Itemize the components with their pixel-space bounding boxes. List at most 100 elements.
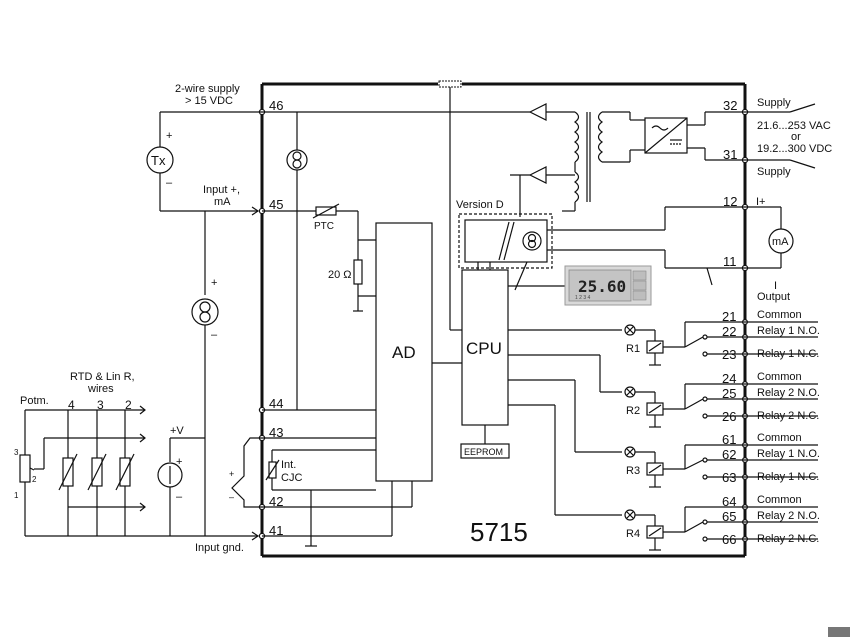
terminal-24: 24: [722, 371, 736, 386]
r20-label: 20 Ω: [328, 269, 352, 281]
terminal-65: 65: [722, 509, 736, 524]
relay-4-common: Common: [757, 494, 802, 506]
wire-3: 3: [97, 398, 104, 412]
pot-pin-1: 1: [14, 491, 19, 500]
ma-meter-label: mA: [772, 236, 789, 248]
ma-source-minus: –: [211, 329, 218, 341]
potm-label: Potm.: [20, 395, 49, 407]
relay-2-name: R2: [626, 405, 640, 417]
cpu-block: [461, 269, 509, 426]
display-value: 25.60: [578, 277, 626, 296]
ptc-label: PTC: [314, 221, 334, 232]
relay-2-nc: Relay 2 N.C.: [757, 410, 819, 422]
relay-1-common: Common: [757, 309, 802, 321]
relay-4-no: Relay 2 N.O.: [757, 510, 820, 522]
terminal-22: 22: [722, 324, 736, 339]
relay-4-name: R4: [626, 528, 640, 540]
diode-icon-2: [528, 166, 547, 184]
terminal-44: 44: [269, 396, 283, 411]
supply-2wire-2: > 15 VDC: [185, 95, 233, 107]
relay-3-nc: Relay 1 N.C.: [757, 471, 819, 483]
left-terminals: 46 45 44 43 42 41: [258, 98, 283, 540]
supply-label-bottom: Supply: [757, 166, 791, 178]
potentiometer: [19, 454, 31, 483]
vsource-minus: –: [176, 491, 183, 503]
relay-2-common: Common: [757, 371, 802, 383]
output-label: Output: [757, 291, 790, 303]
ad-label: AD: [392, 343, 416, 362]
terminal-41: 41: [269, 523, 283, 538]
terminal-12: 12: [723, 194, 737, 209]
supply-range-or: or: [791, 131, 801, 143]
display-up-button: [632, 270, 647, 281]
relay-1-nc: Relay 1 N.C.: [757, 348, 819, 360]
supply-range-2: 19.2...300 VDC: [757, 143, 832, 155]
front-display: 25.60 1 2 3 4: [508, 265, 652, 306]
eeprom-label: EEPROM: [464, 447, 503, 457]
cpu-label: CPU: [466, 339, 502, 358]
ad-block: [375, 222, 433, 482]
relay-1-no: Relay 1 N.O.: [757, 325, 820, 337]
relay-terminal-lines: [745, 321, 818, 540]
input-plus-label: Input +,: [203, 184, 240, 196]
supply-2wire-1: 2-wire supply: [175, 83, 240, 95]
left-external: 2-wire supply > 15 VDC Tx + – Input +, m…: [14, 83, 262, 554]
wire-4: 4: [68, 398, 75, 412]
input-ma-label: mA: [214, 196, 231, 208]
svg-text:1 2 3 4: 1 2 3 4: [575, 295, 591, 301]
model-number: 5715: [470, 517, 528, 547]
analog-output-section: Version D: [456, 199, 745, 291]
version-d-label: Version D: [456, 199, 504, 211]
output-i-plus: I+: [756, 196, 765, 208]
plus-v-label: +V: [170, 425, 184, 437]
right-external: Supply 21.6...253 VAC or 19.2...300 VDC …: [745, 97, 832, 545]
supply-label-top: Supply: [757, 97, 791, 109]
diode-icon: [528, 103, 547, 121]
relay-3-common: Common: [757, 432, 802, 444]
internal-wiring-left: PTC 20 Ω + – Int. CJC: [229, 87, 530, 547]
output-i-label: I: [774, 280, 777, 292]
wire-2: 2: [125, 398, 132, 412]
terminal-32: 32: [723, 98, 737, 113]
ma-source-plus: +: [211, 277, 217, 289]
internal-blocks: AD CPU EEPROM 5715: [375, 222, 528, 547]
supply-range-1: 21.6...253 VAC: [757, 120, 831, 132]
cjc-label-2: CJC: [281, 472, 302, 484]
relay-1-name: R1: [626, 343, 640, 355]
rtd-label-1: RTD & Lin R,: [70, 371, 135, 383]
vsource-plus: +: [176, 456, 182, 468]
tx-plus: +: [166, 130, 172, 142]
terminal-61: 61: [722, 432, 736, 447]
cjc-minus: –: [229, 492, 234, 502]
rtd-label-2: wires: [87, 383, 114, 395]
pot-pin-2: 2: [32, 475, 37, 484]
corner-tab: [828, 627, 850, 637]
relay-4-nc: Relay 2 N.C.: [757, 533, 819, 545]
relay-3-name: R3: [626, 465, 640, 477]
display-down-button: [632, 290, 647, 301]
terminal-21: 21: [722, 309, 736, 324]
tx-label: Tx: [151, 153, 166, 168]
input-gnd-label: Input gnd.: [195, 542, 244, 554]
display-ok-button: [632, 280, 647, 291]
resistor-20-ohm: [353, 259, 363, 285]
terminal-45: 45: [269, 197, 283, 212]
terminal-62: 62: [722, 447, 736, 462]
terminal-11: 11: [723, 254, 737, 269]
terminal-46: 46: [269, 98, 283, 113]
terminal-31: 31: [723, 147, 737, 162]
relay-3-no: Relay 1 N.O.: [757, 448, 820, 460]
cjc-plus: +: [229, 469, 234, 479]
cjc-label-1: Int.: [281, 459, 296, 471]
terminal-43: 43: [269, 425, 283, 440]
terminal-64: 64: [722, 494, 736, 509]
terminal-25: 25: [722, 386, 736, 401]
tx-minus: –: [166, 177, 173, 189]
version-d-box: [458, 213, 553, 269]
relay-section: R1 R2 R3: [508, 321, 745, 551]
power-supply-section: [510, 103, 745, 217]
pot-pin-3: 3: [14, 448, 19, 457]
terminal-42: 42: [269, 494, 283, 509]
relay-2-no: Relay 2 N.O.: [757, 387, 820, 399]
